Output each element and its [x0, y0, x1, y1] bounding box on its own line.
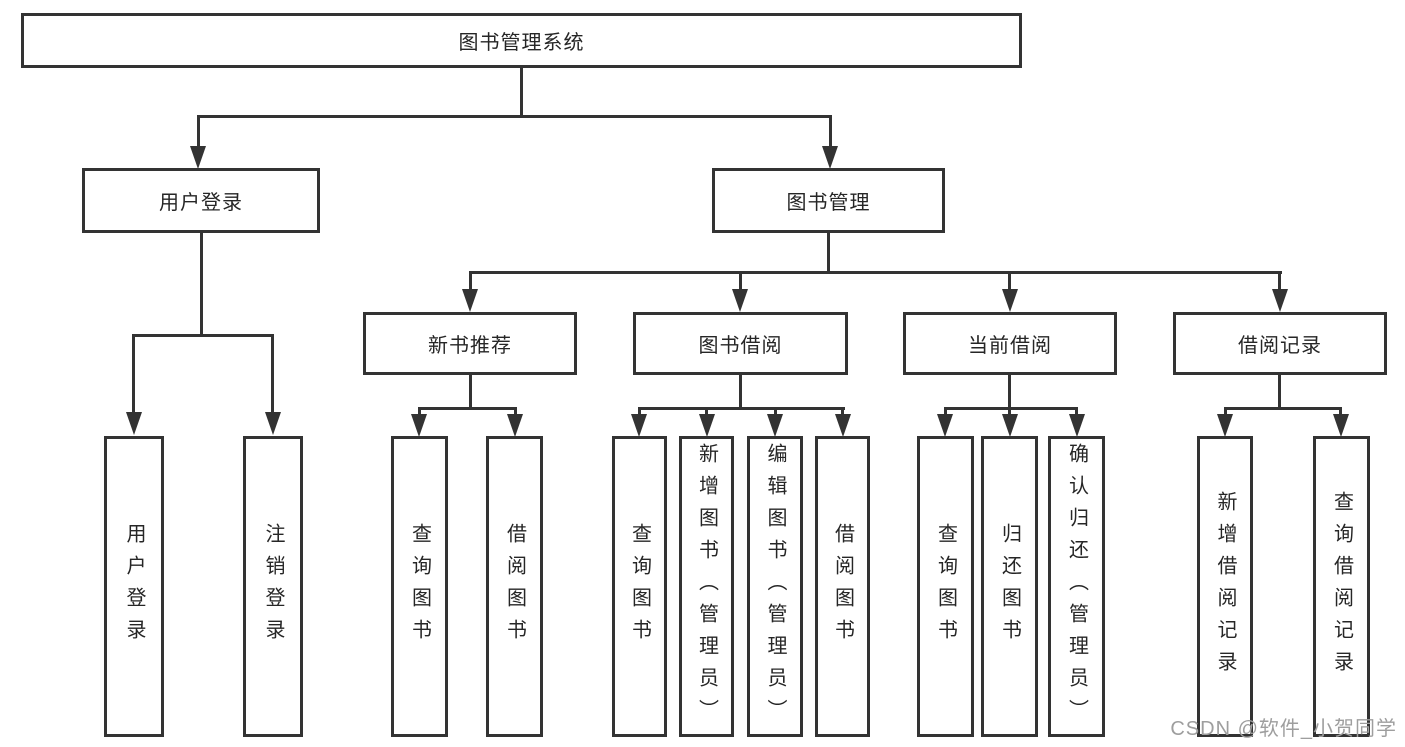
leaf-query-book-current-label: 查询图书: [934, 522, 957, 651]
leaf-user-login: 用户登录: [104, 436, 164, 737]
leaf-borrow-book-recommend-label: 借阅图书: [503, 522, 526, 651]
leaf-add-book-admin: 新增图书（管理员）: [679, 436, 734, 737]
leaf-logout-label: 注销登录: [262, 522, 284, 651]
node-book-management: 图书管理: [712, 168, 945, 233]
connector-stem-g3-leaf3: [774, 407, 777, 417]
connector-book-borrow-stem: [739, 375, 742, 410]
leaf-edit-book-admin: 编辑图书（管理员）: [747, 436, 803, 737]
arrowhead-g2-leaf1: [411, 414, 427, 437]
leaf-confirm-return-admin: 确认归还（管理员）: [1048, 436, 1105, 737]
arrowhead-borrow-record: [1272, 289, 1288, 312]
arrowhead-g3-leaf4: [835, 414, 851, 437]
arrowhead-g3-leaf2: [699, 414, 715, 437]
connector-new-book-branch: [418, 407, 517, 410]
leaf-borrow-book-label: 借阅图书: [831, 522, 854, 651]
connector-current-borrow-stem: [1008, 375, 1011, 410]
node-user-login: 用户登录: [82, 168, 320, 233]
node-book-management-label: 图书管理: [786, 192, 871, 214]
arrowhead-g4-leaf1: [937, 414, 953, 437]
leaf-confirm-return-admin-label: 确认归还（管理员）: [1065, 442, 1088, 731]
connector-stem-g5-leaf2: [1339, 407, 1342, 417]
leaf-borrow-book-recommend: 借阅图书: [486, 436, 543, 737]
node-new-book-recommend-label: 新书推荐: [428, 335, 512, 357]
node-current-borrow: 当前借阅: [903, 312, 1117, 375]
connector-book-management-stem: [827, 233, 830, 274]
connector-stem-leaf-logout: [271, 334, 274, 414]
connector-stem-g2-leaf1: [418, 407, 421, 417]
arrowhead-book-management: [822, 146, 838, 169]
arrowhead-new-book: [462, 289, 478, 312]
connector-stem-current-borrow: [1008, 271, 1011, 291]
connector-borrow-record-branch: [1224, 407, 1342, 410]
connector-stem-book-management: [829, 115, 832, 148]
connector-root-branch: [197, 115, 831, 118]
arrowhead-g4-leaf3: [1069, 414, 1085, 437]
connector-stem-g2-leaf2: [514, 407, 517, 417]
arrowhead-g3-leaf1: [631, 414, 647, 437]
leaf-return-book: 归还图书: [981, 436, 1038, 737]
leaf-logout: 注销登录: [243, 436, 303, 737]
node-book-borrow: 图书借阅: [633, 312, 848, 375]
leaf-query-book-borrow: 查询图书: [612, 436, 667, 737]
connector-stem-g3-leaf4: [841, 407, 844, 417]
leaf-query-book-recommend: 查询图书: [391, 436, 448, 737]
connector-stem-g4-leaf3: [1075, 407, 1078, 417]
arrowhead-g4-leaf2: [1002, 414, 1018, 437]
connector-book-borrow-branch: [638, 407, 845, 410]
leaf-borrow-book: 借阅图书: [815, 436, 870, 737]
connector-stem-book-borrow: [739, 271, 742, 291]
connector-stem-user-login: [197, 115, 200, 148]
leaf-query-book-current: 查询图书: [917, 436, 974, 737]
node-new-book-recommend: 新书推荐: [363, 312, 577, 375]
connector-stem-g5-leaf1: [1224, 407, 1227, 417]
connector-stem-g3-leaf2: [705, 407, 708, 417]
arrowhead-g5-leaf1: [1217, 414, 1233, 437]
arrowhead-user-login: [190, 146, 206, 169]
node-user-login-label: 用户登录: [159, 192, 243, 214]
connector-borrow-record-stem: [1278, 375, 1281, 410]
connector-stem-g4-leaf1: [944, 407, 947, 417]
connector-book-management-branch: [470, 271, 1282, 274]
connector-stem-new-book: [469, 271, 472, 291]
leaf-query-borrow-record: 查询借阅记录: [1313, 436, 1370, 737]
leaf-add-borrow-record: 新增借阅记录: [1197, 436, 1253, 737]
node-borrow-record: 借阅记录: [1173, 312, 1387, 375]
leaf-query-borrow-record-label: 查询借阅记录: [1330, 490, 1353, 683]
connector-stem-g3-leaf1: [638, 407, 641, 417]
arrowhead-g3-leaf3: [767, 414, 783, 437]
arrowhead-book-borrow: [732, 289, 748, 312]
connector-stem-leaf-login: [132, 334, 135, 414]
arrowhead-leaf-login: [126, 412, 142, 435]
node-current-borrow-label: 当前借阅: [968, 335, 1052, 357]
connector-user-login-branch: [132, 334, 274, 337]
leaf-edit-book-admin-label: 编辑图书（管理员）: [764, 442, 786, 731]
arrowhead-g2-leaf2: [507, 414, 523, 437]
leaf-query-book-recommend-label: 查询图书: [408, 522, 431, 651]
connector-current-borrow-branch: [944, 407, 1078, 410]
node-book-borrow-label: 图书借阅: [698, 335, 783, 357]
node-root-label: 图书管理系统: [458, 32, 585, 54]
node-borrow-record-label: 借阅记录: [1238, 335, 1322, 357]
connector-stem-g4-leaf2: [1008, 407, 1011, 417]
leaf-add-book-admin-label: 新增图书（管理员）: [695, 442, 718, 731]
leaf-add-borrow-record-label: 新增借阅记录: [1214, 490, 1236, 683]
node-root: 图书管理系统: [21, 13, 1022, 68]
leaf-user-login-label: 用户登录: [123, 522, 145, 651]
connector-root-stem: [520, 68, 523, 117]
leaf-return-book-label: 归还图书: [998, 522, 1021, 651]
leaf-query-book-borrow-label: 查询图书: [628, 522, 651, 651]
arrowhead-current-borrow: [1002, 289, 1018, 312]
connector-user-login-stem: [200, 233, 203, 337]
arrowhead-leaf-logout: [265, 412, 281, 435]
connector-new-book-stem: [469, 375, 472, 410]
arrowhead-g5-leaf2: [1333, 414, 1349, 437]
connector-stem-borrow-record: [1278, 271, 1281, 291]
